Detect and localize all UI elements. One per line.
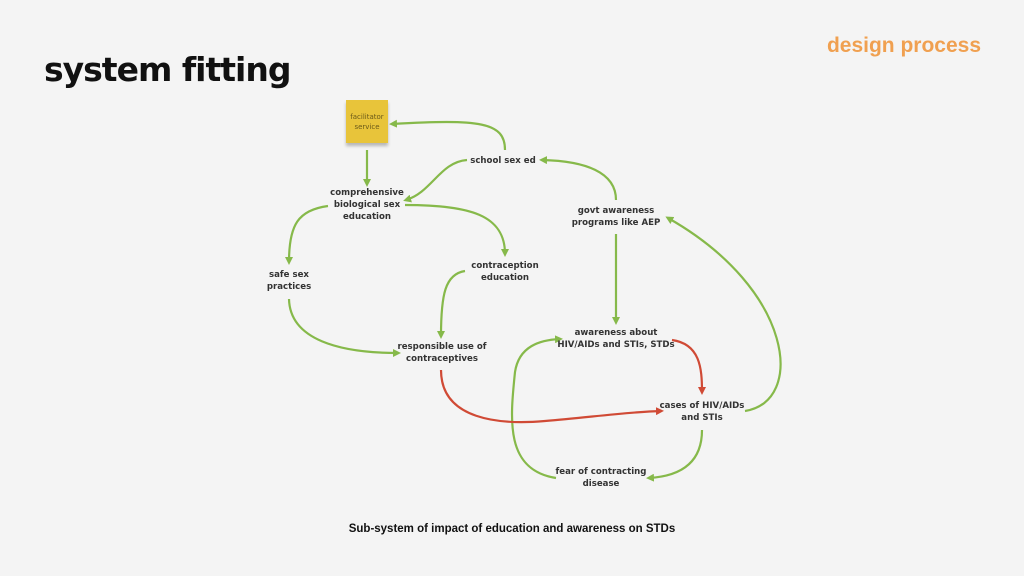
node-text: programs like AEP xyxy=(571,218,661,228)
arrow-comprehensive-to-safe-sex xyxy=(285,204,329,265)
arrow-cases-to-govt xyxy=(665,216,782,413)
arrow-responsible-to-cases xyxy=(439,369,664,424)
node-text: school sex ed xyxy=(470,156,536,166)
node-text: and STIs xyxy=(681,413,723,423)
node-text: responsible use of xyxy=(397,342,487,352)
node-responsible-use: responsible use of contraceptives xyxy=(397,341,486,365)
node-text: safe sex xyxy=(269,270,309,280)
node-text: practices xyxy=(266,282,312,292)
node-cases-hiv: cases of HIV/AIDs and STIs xyxy=(660,400,745,424)
node-school-sex-ed: school sex ed xyxy=(470,155,536,167)
section-label: design process xyxy=(826,34,981,57)
node-fear-of-disease: fear of contracting disease xyxy=(556,466,647,490)
node-govt-awareness: govt awareness programs like AEP xyxy=(572,205,661,229)
node-text: comprehensive xyxy=(330,188,404,198)
sticky-note-facilitator-service: facilitator service xyxy=(346,100,388,143)
arrow-fear-to-awareness xyxy=(510,335,563,480)
node-contraception-education: contraception education xyxy=(471,260,538,284)
arrow-school-to-facilitator xyxy=(389,119,507,151)
node-text: biological sex xyxy=(333,200,401,210)
node-text: contraceptives xyxy=(406,354,478,364)
node-comprehensive-education: comprehensive biological sex education xyxy=(330,187,404,223)
arrow-govt-to-school xyxy=(539,156,618,201)
arrow-cases-to-fear xyxy=(646,429,704,482)
arrow-safe-sex-to-responsible xyxy=(287,298,401,357)
node-text: contraception xyxy=(471,261,539,271)
arrow-comprehensive-to-contraception xyxy=(404,203,509,257)
arrow-contraception-to-responsible xyxy=(437,269,466,339)
node-text: awareness about xyxy=(574,328,658,338)
node-text: education xyxy=(480,273,530,283)
node-text: cases of HIV/AIDs xyxy=(659,401,745,411)
node-text: disease xyxy=(582,479,620,489)
node-text: govt awareness xyxy=(577,206,655,216)
node-text: fear of contracting xyxy=(555,467,647,477)
node-text: facilitator xyxy=(350,112,384,121)
arrow-awareness-to-cases xyxy=(671,338,706,395)
node-safe-sex-practices: safe sex practices xyxy=(267,269,311,293)
node-text: HIV/AIDs and STIs, STDs xyxy=(557,340,675,350)
slide-title: system fitting xyxy=(44,50,291,89)
node-text: education xyxy=(342,212,392,222)
diagram-caption: Sub-system of impact of education and aw… xyxy=(348,523,676,535)
node-text: service xyxy=(354,122,380,131)
arrow-school-to-comprehensive xyxy=(403,158,468,203)
